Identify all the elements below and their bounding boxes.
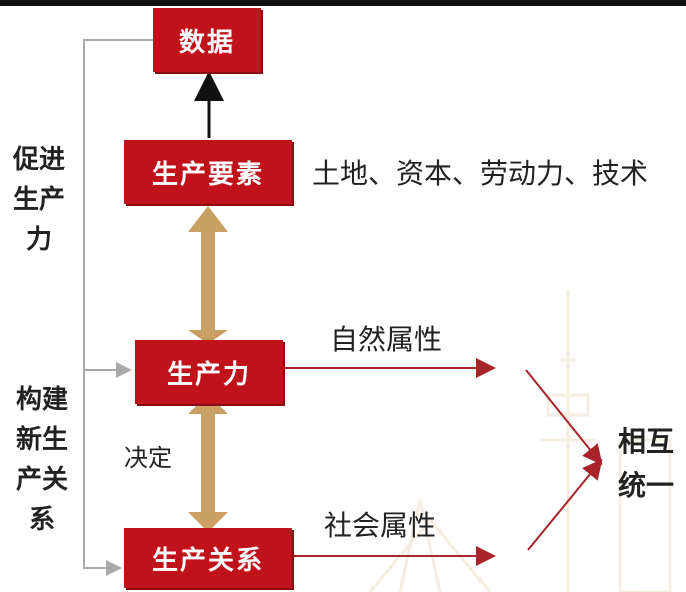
top-rule — [0, 0, 686, 6]
arrow-converge-bottom — [527, 458, 603, 551]
promote-productivity-label: 促进生产力 — [12, 145, 65, 255]
double-arrow-factors-productivity — [188, 206, 228, 344]
relations-box: 生产关系 — [124, 528, 292, 588]
factors-box: 生产要素 — [124, 140, 292, 204]
social-attribute-label: 社会属性 — [324, 509, 437, 542]
arrow-converge-top — [525, 369, 603, 466]
data-box: 数据 — [153, 8, 261, 72]
determine-label: 决定 — [124, 444, 172, 472]
double-arrow-determine — [188, 394, 228, 532]
natural-attribute-label: 自然属性 — [330, 323, 443, 356]
factors-list: 土地、资本、劳动力、技术 — [312, 157, 649, 190]
unity-label: 相互统一 — [618, 425, 675, 502]
productivity-box: 生产力 — [135, 340, 283, 404]
left-bracket — [83, 39, 153, 576]
background-tower-decoration — [368, 290, 672, 592]
build-relations-label: 构建新生产关系 — [15, 385, 68, 535]
